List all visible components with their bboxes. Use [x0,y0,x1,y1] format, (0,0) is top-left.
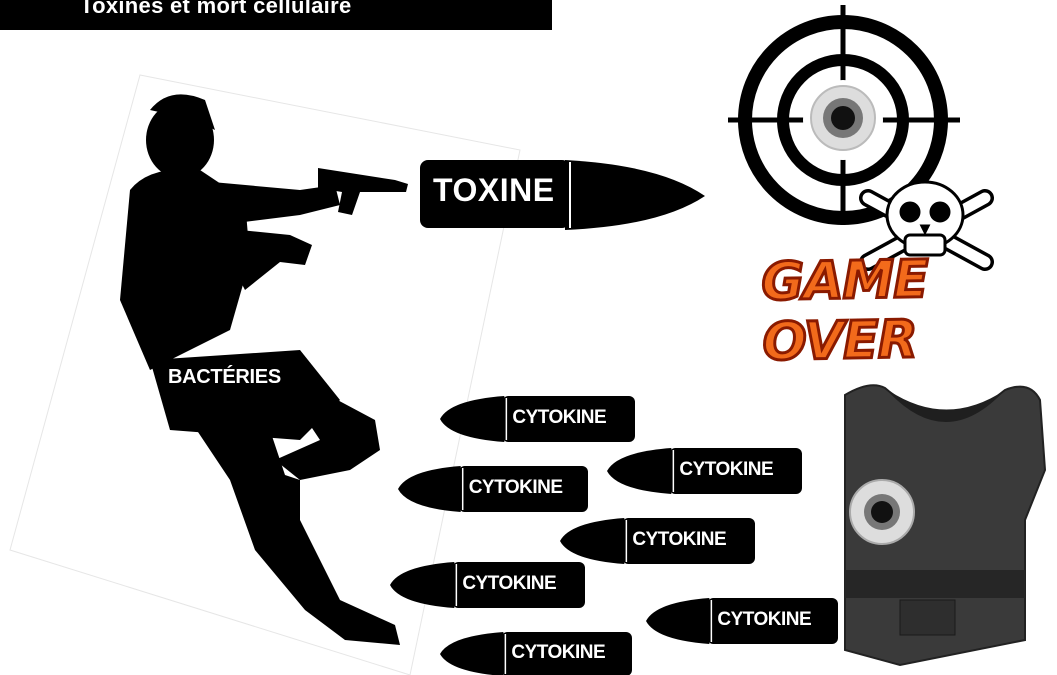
cytokine-label: CYTOKINE [679,459,773,481]
game-over-text: GAME OVER [761,247,1057,372]
bullet-hole-icon [811,86,875,150]
cytokine-label: CYTOKINE [469,477,563,499]
cytokine-label: CYTOKINE [512,407,606,429]
cytokine-bullets [390,396,838,675]
cytokine-label: CYTOKINE [462,573,556,595]
bacteria-label: BACTÉRIES [168,366,281,389]
cytokine-label: CYTOKINE [511,642,605,664]
cytokine-label: CYTOKINE [632,529,726,551]
bulletproof-vest-icon [845,385,1045,665]
toxine-label: TOXINE [433,172,555,209]
cytokine-label: CYTOKINE [717,609,811,631]
